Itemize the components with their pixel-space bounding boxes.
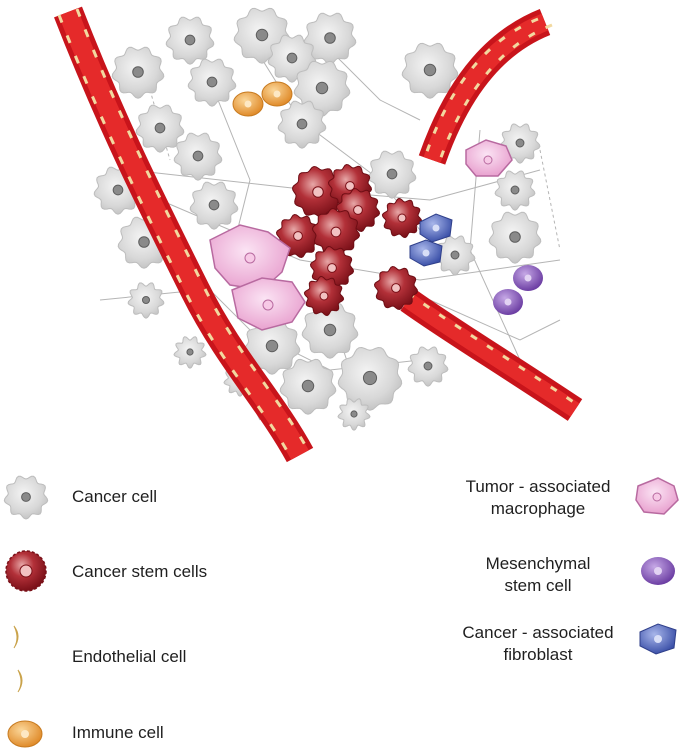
legend-cancer-cell-icon: [3, 475, 49, 520]
legend-immune-cell-icon: [7, 720, 43, 748]
legend-icons: [3, 475, 679, 748]
cancer-cell: [173, 132, 223, 181]
cancer-cell: [187, 58, 237, 107]
cancer-cell: [277, 100, 327, 149]
legend-label-fibroblast-line1: Cancer - associated: [462, 623, 614, 642]
cancer-cell: [494, 170, 536, 211]
immune-cells: [232, 81, 293, 117]
cancer-cell: [407, 346, 449, 387]
legend-label-macrophage-line2: macrophage: [490, 499, 586, 518]
legend-label-macrophage: Tumor - associated macrophage: [438, 476, 638, 520]
cancer-associated-fibroblasts: [409, 213, 453, 267]
mesenchymal-stem-cells: [493, 265, 543, 315]
cancer-cell: [301, 302, 359, 359]
legend-cancer-stem-cell-icon: [5, 550, 47, 592]
cancer-cell: [165, 16, 215, 65]
cancer-stem-cell: [373, 265, 419, 311]
cancer-cell: [111, 46, 165, 99]
cancer-cells: [93, 7, 542, 431]
cancer-cell: [401, 42, 459, 99]
legend-label-mesenchymal-line1: Mesenchymal: [485, 554, 591, 573]
cancer-cell: [279, 358, 337, 415]
legend-label-fibroblast-line2: fibroblast: [503, 645, 573, 664]
legend-endothelial-cell-icon: [13, 625, 23, 693]
cancer-cell: [367, 150, 417, 199]
cancer-stem-cells: [275, 163, 423, 317]
cancer-cell: [434, 235, 476, 276]
cancer-stem-cell: [381, 197, 423, 239]
cancer-cell: [3, 475, 49, 520]
legend-label-cancer-stem-cells: Cancer stem cells: [72, 562, 208, 581]
legend-label-macrophage-line1: Tumor - associated: [465, 477, 611, 496]
cancer-stem-cell: [303, 275, 345, 317]
legend-label-fibroblast: Cancer - associated fibroblast: [438, 622, 638, 666]
cancer-cell: [337, 398, 371, 431]
cancer-cell: [127, 282, 165, 319]
legend-label-cancer-cell: Cancer cell: [72, 487, 158, 506]
cancer-stem-cell: [291, 165, 345, 219]
cancer-cell: [189, 181, 239, 230]
cancer-cell: [135, 104, 185, 153]
blood-vessel-lower-right: [400, 289, 583, 421]
cancer-cell: [499, 123, 541, 164]
legend-label-immune-cell: Immune cell: [72, 723, 164, 742]
tumor-associated-macrophages: [209, 139, 513, 331]
legend-label-mesenchymal-line2: stem cell: [504, 576, 572, 595]
cancer-cell: [303, 12, 357, 65]
cancer-cell: [488, 211, 542, 264]
blood-vessel-left: [54, 6, 314, 463]
legend-label-mesenchymal: Mesenchymal stem cell: [438, 553, 638, 597]
legend-macrophage-icon: [635, 477, 679, 515]
blood-vessel-upper-right: [418, 9, 553, 165]
cancer-stem-cell: [311, 207, 361, 257]
legend-label-endothelial-cell: Endothelial cell: [72, 647, 187, 666]
legend-mesenchymal-icon: [641, 557, 675, 585]
legend-fibroblast-icon: [639, 623, 677, 655]
cancer-cell: [173, 336, 207, 369]
cancer-cell: [337, 346, 403, 411]
